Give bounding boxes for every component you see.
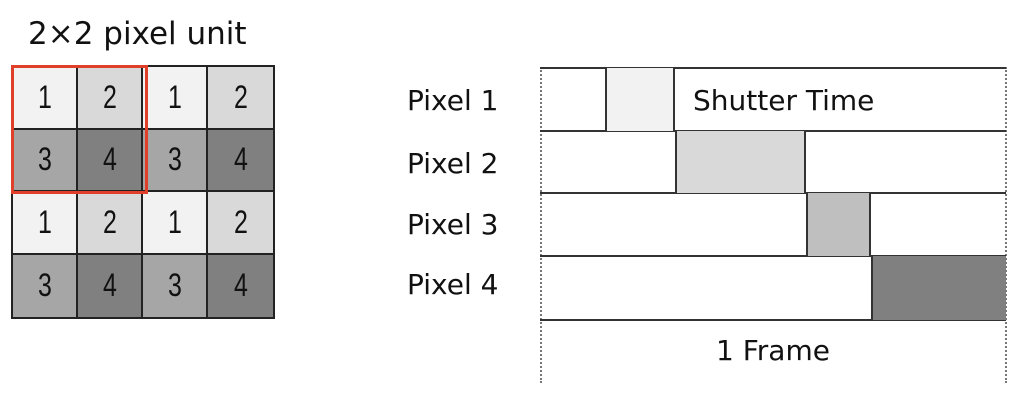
frame-boundary-left: [540, 67, 542, 383]
row-label-pixel-2: Pixel 2: [407, 147, 499, 180]
pixel-cell-number: 3: [167, 141, 182, 178]
pixel-cell-4: 4: [78, 254, 143, 317]
pixel-cell-2: 2: [78, 67, 143, 130]
pixel-cell-number: 4: [233, 141, 248, 178]
pixel-cell-3: 3: [143, 254, 208, 317]
shutter-segment-pixel-3: [805, 193, 871, 256]
timeline-row-divider: [540, 192, 1006, 194]
pixel-cell-2: 2: [208, 192, 273, 255]
pixel-grid: 1 2 1 2 3 4 3 4 1 2 1 2 3 4 3 4: [11, 65, 275, 319]
pixel-cell-3: 3: [13, 129, 78, 192]
timeline-row-divider: [540, 255, 1006, 257]
pixel-cell-3: 3: [143, 129, 208, 192]
pixel-cell-number: 4: [233, 267, 248, 304]
pixel-cell-2: 2: [208, 67, 273, 130]
pixel-cell-1: 1: [13, 67, 78, 130]
pixel-cell-number: 3: [167, 267, 182, 304]
pixel-unit-title: 2×2 pixel unit: [28, 16, 247, 52]
pixel-cell-number: 1: [167, 78, 182, 115]
pixel-cell-1: 1: [143, 192, 208, 255]
shutter-segment-pixel-1: [605, 68, 676, 131]
pixel-cell-4: 4: [208, 129, 273, 192]
pixel-cell-4: 4: [78, 129, 143, 192]
timeline-top-line: [540, 67, 1006, 69]
shutter-time-label: Shutter Time: [693, 84, 875, 117]
pixel-cell-number: 4: [102, 141, 117, 178]
shutter-segment-pixel-4: [870, 256, 1006, 320]
pixel-cell-4: 4: [208, 254, 273, 317]
pixel-cell-number: 4: [102, 267, 117, 304]
pixel-cell-number: 1: [37, 78, 52, 115]
pixel-cell-number: 1: [37, 203, 52, 240]
pixel-cell-1: 1: [143, 67, 208, 130]
row-label-pixel-3: Pixel 3: [407, 208, 499, 241]
pixel-cell-number: 2: [233, 203, 248, 240]
pixel-cell-3: 3: [13, 254, 78, 317]
frame-boundary-right: [1005, 67, 1007, 383]
pixel-cell-number: 2: [102, 78, 117, 115]
pixel-cell-1: 1: [13, 192, 78, 255]
pixel-cell-number: 3: [37, 267, 52, 304]
pixel-cell-number: 2: [102, 203, 117, 240]
pixel-cell-number: 3: [37, 141, 52, 178]
pixel-cell-number: 2: [233, 78, 248, 115]
row-label-pixel-1: Pixel 1: [407, 84, 499, 117]
pixel-cell-number: 1: [167, 203, 182, 240]
timeline-bottom-line: [540, 319, 1006, 321]
shutter-segment-pixel-2: [675, 131, 806, 193]
row-label-pixel-4: Pixel 4: [407, 268, 499, 301]
frame-label: 1 Frame: [716, 334, 830, 367]
pixel-cell-2: 2: [78, 192, 143, 255]
